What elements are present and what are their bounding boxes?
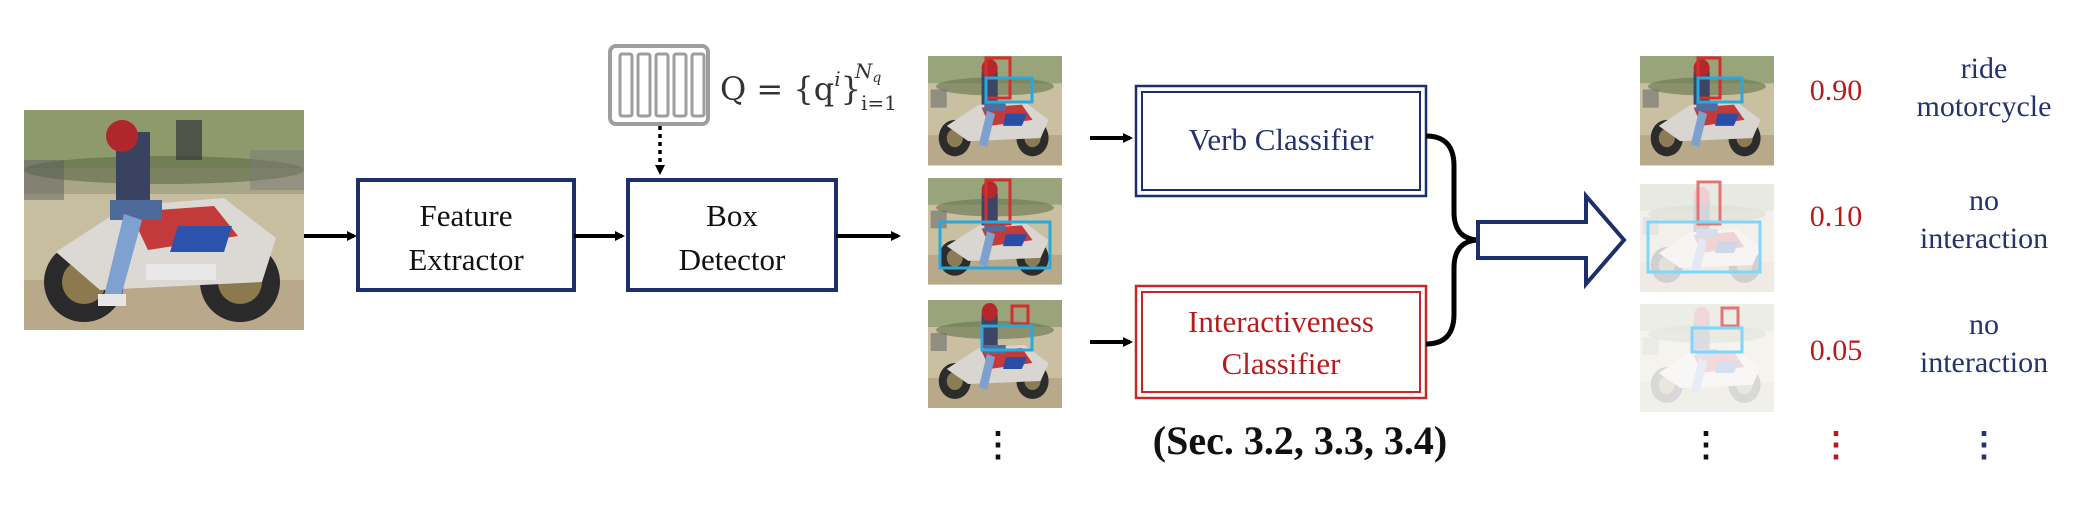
result-3-score: 0.05 [1810,334,1863,367]
result-2-score: 0.10 [1810,200,1863,233]
box-detector-box: Box Detector [626,178,838,292]
result-3-label-line1: no [1969,308,1999,341]
result-thumbnail-2 [1640,184,1774,292]
labels-ellipsis: ⋮ [1967,427,2001,464]
input-image [24,110,304,330]
query-stack-icon [608,44,710,126]
feature-extractor-box: Feature Extractor [356,178,576,292]
merge-brace [1425,133,1481,347]
detections-ellipsis: ⋮ [981,427,1015,464]
hollow-output-arrow [1476,190,1627,290]
box-detector-line2: Detector [679,242,786,277]
result-3-human-box [1720,306,1740,328]
result-3-object-box [1690,326,1744,354]
interactiveness-classifier-line1: Interactiveness [1188,304,1374,339]
result-2-label-line2: interaction [1920,222,2048,255]
feature-extractor-line1: Feature [420,198,513,233]
feature-extractor-line2: Extractor [408,242,524,277]
detection-thumbnail-1 [928,56,1062,166]
detection-thumbnail-2 [928,178,1062,285]
section-reference: (Sec. 3.2, 3.3, 3.4) [1153,418,1447,463]
query-formula-sub: i=1 [861,91,897,115]
result-1-score: 0.90 [1810,74,1863,107]
box-detector-line1: Box [706,198,758,233]
query-formula-sup-n: N [854,59,874,83]
result-2-object-box [1646,220,1762,274]
result-thumbnail-1 [1640,56,1774,166]
verb-classifier-label: Verb Classifier [1188,122,1374,157]
detection-thumbnail-3 [928,300,1062,408]
result-2-human-box [1696,180,1722,226]
result-2-label-line1: no [1969,184,1999,217]
query-formula-close: } [841,70,861,108]
interactiveness-classifier-line2: Classifier [1222,346,1341,381]
scores-ellipsis: ⋮ [1819,427,1853,464]
query-formula-sup-n-sub: q [872,70,881,86]
query-formula: Q = {qi}i=1 Nq [720,59,897,115]
query-formula-lhs: Q = {q [720,70,834,108]
result-thumbnail-3 [1640,304,1774,412]
query-formula-sup-i: i [834,67,840,91]
verb-classifier-box: Verb Classifier [1134,84,1428,198]
result-3-label-line2: interaction [1920,346,2048,379]
results-ellipsis: ⋮ [1689,427,1723,464]
result-1-label-line1: ride [1961,52,2008,85]
interactiveness-classifier-box: Interactiveness Classifier [1134,284,1428,400]
result-1-label-line2: motorcycle [1917,90,2052,123]
